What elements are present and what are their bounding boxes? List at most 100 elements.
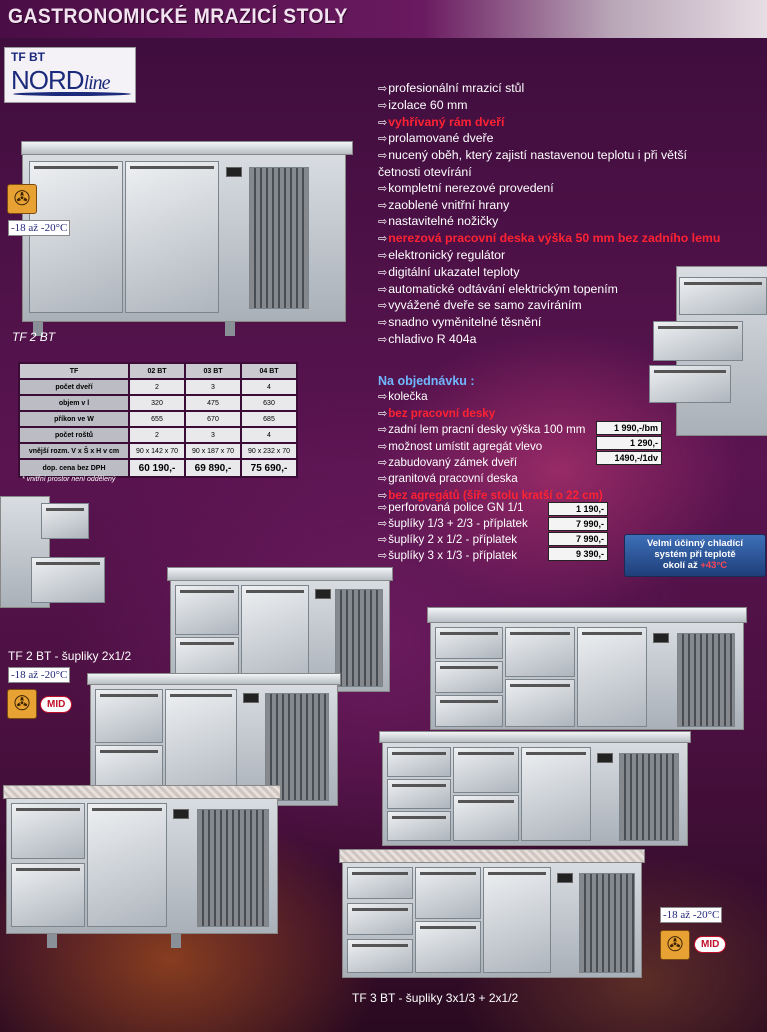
mid-badge: MID (40, 696, 73, 713)
feature-item: ⇨automatické odtávání elektrickým topení… (378, 281, 618, 296)
row-label: počet dveří (18, 378, 130, 396)
arrow-right-icon: ⇨ (378, 99, 388, 112)
arrow-right-icon: ⇨ (378, 133, 388, 146)
row-label: dop. cena bez DPH (18, 458, 130, 478)
table-row: příkon ve W 655 670 685 (18, 410, 298, 428)
cell: 3 (184, 378, 242, 396)
arrow-right-icon: ⇨ (378, 150, 388, 163)
spec-header-cell: TF (18, 362, 130, 380)
temperature-badge: -18 až -20°C (660, 907, 723, 923)
arrow-right-icon: ⇨ (378, 440, 388, 453)
logo-brand: NORDline (11, 65, 111, 95)
cell: 2 (128, 378, 186, 396)
price-box: 9 390,- (548, 547, 608, 561)
option-item: ⇨perforovaná police GN 1/1 (378, 501, 524, 514)
order-item: ⇨možnost umístit agregát vlevo (378, 439, 543, 453)
feature-item: ⇨chladivo R 404a (378, 331, 477, 346)
arrow-right-icon: ⇨ (378, 457, 388, 470)
feature-item: ⇨prolamované dveře (378, 131, 494, 146)
order-item: ⇨zadní lem pracní desky výška 100 mm (378, 423, 586, 437)
arrow-right-icon: ⇨ (378, 333, 388, 346)
order-item: ⇨granitová pracovní deska (378, 472, 518, 486)
option-item: ⇨šuplíky 1/3 + 2/3 - příplatek (378, 517, 528, 530)
cell: 90 x 187 x 70 (184, 442, 242, 460)
arrow-right-icon: ⇨ (378, 534, 388, 546)
table-row: počet roštů 2 3 4 (18, 426, 298, 444)
spec-table-header: TF 02 BT 03 BT 04 BT (18, 362, 298, 380)
arrow-right-icon: ⇨ (378, 283, 388, 296)
feature-item: ⇨vyvážené dveře se samo zavíráním (378, 298, 582, 313)
cell: 630 (240, 394, 298, 412)
feature-item: ⇨profesionální mrazicí stůl (378, 81, 525, 95)
feature-item: ⇨snadno vyměnitelné těsnění (378, 315, 542, 330)
caption-tf2bt: TF 2 BT (12, 330, 56, 344)
table-row: vnější rozm. V x Š x H v cm 90 x 142 x 7… (18, 442, 298, 460)
cell: 475 (184, 394, 242, 412)
arrow-right-icon: ⇨ (378, 502, 388, 514)
cell: 3 (184, 426, 242, 444)
feature-item: ⇨nastavitelné nožičky (378, 214, 499, 229)
cell: 2 (128, 426, 186, 444)
fan-icon: ✇ (660, 930, 690, 960)
feature-item: ⇨zaoblené vnitřní hrany (378, 197, 510, 212)
feature-item: ⇨vyhřívaný rám dveří (378, 114, 505, 129)
cell: 655 (128, 410, 186, 428)
feature-item: ⇨nucený oběh, který zajistí nastavenou t… (378, 148, 687, 179)
price-box: 1 990,-/bm (596, 421, 662, 435)
cell: 685 (240, 410, 298, 428)
feature-item: ⇨izolace 60 mm (378, 97, 468, 112)
order-list: ⇨kolečka ⇨bez pracovní desky ⇨zadní lem pr… (378, 389, 708, 504)
price-cell: 69 890,- (184, 458, 242, 478)
spec-header-cell: 02 BT (128, 362, 186, 380)
arrow-right-icon: ⇨ (378, 83, 388, 95)
tf3bt-unit-front-image (339, 849, 645, 978)
spec-header-cell: 03 BT (184, 362, 242, 380)
row-label: příkon ve W (18, 410, 130, 428)
arrow-right-icon: ⇨ (378, 407, 388, 420)
drawers-detail-image (649, 266, 767, 436)
temperature-badge: -18 až -20°C (8, 667, 71, 683)
arrow-right-icon: ⇨ (378, 489, 388, 502)
tf3bt-unit-back-image (427, 607, 747, 730)
cell: 4 (240, 426, 298, 444)
tf2bt-granite-unit-image (3, 785, 281, 948)
price-box: 7 990,- (548, 517, 608, 531)
price-cell: 75 690,- (240, 458, 298, 478)
price-box: 7 990,- (548, 532, 608, 546)
nordline-logo: TF BT NORDline (4, 47, 136, 103)
arrow-right-icon: ⇨ (378, 300, 388, 313)
table-row-price: dop. cena bez DPH 60 190,- 69 890,- 75 6… (18, 458, 298, 478)
price-box: 1 190,- (548, 502, 608, 516)
order-title: Na objednávku : (378, 374, 475, 388)
table-footnote: * vnitřní prostor není oddělený (22, 476, 116, 483)
arrow-right-icon: ⇨ (378, 116, 388, 129)
feature-item: ⇨elektronický regulátor (378, 247, 506, 262)
price-cell: 60 190,- (128, 458, 186, 478)
feature-item: ⇨kompletní nerezové provedení (378, 180, 554, 195)
feature-list: ⇨profesionální mrazicí stůl ⇨izolace 60 m… (378, 81, 728, 349)
arrow-right-icon: ⇨ (378, 233, 388, 246)
temperature-badge: -18 až -20°C (8, 220, 71, 236)
arrow-right-icon: ⇨ (378, 182, 388, 195)
table-row: počet dveří 2 3 4 (18, 378, 298, 396)
price-box: 1490,-/1dv (596, 451, 662, 465)
tf2bt-unit-image (21, 141, 353, 336)
feature-item: ⇨nerezová pracovní deska výška 50 mm bez… (378, 231, 721, 246)
option-item: ⇨šuplíky 2 x 1/2 - příplatek (378, 533, 518, 546)
fan-icon: ✇ (7, 689, 37, 719)
order-item: ⇨bez pracovní desky (378, 406, 496, 420)
option-item: ⇨šuplíky 3 x 1/3 - příplatek (378, 549, 518, 562)
arrow-right-icon: ⇨ (378, 550, 388, 562)
spec-header-cell: 04 BT (240, 362, 298, 380)
logo-model: TF BT (11, 50, 45, 64)
order-item: ⇨kolečka (378, 390, 428, 404)
page-title: GASTRONOMICKÉ MRAZICÍ STOLY (8, 5, 348, 28)
drawer-detail-left-image (0, 496, 105, 608)
feature-item: ⇨digitální ukazatel teploty (378, 264, 520, 279)
arrow-right-icon: ⇨ (378, 424, 388, 437)
price-box: 1 290,- (596, 436, 662, 450)
logo-swoosh (13, 92, 131, 96)
fan-icon: ✇ (7, 184, 37, 214)
caption-tf3bt-drawers: TF 3 BT - šupliky 3x1/3 + 2x1/2 (352, 991, 519, 1005)
arrow-right-icon: ⇨ (378, 249, 388, 262)
